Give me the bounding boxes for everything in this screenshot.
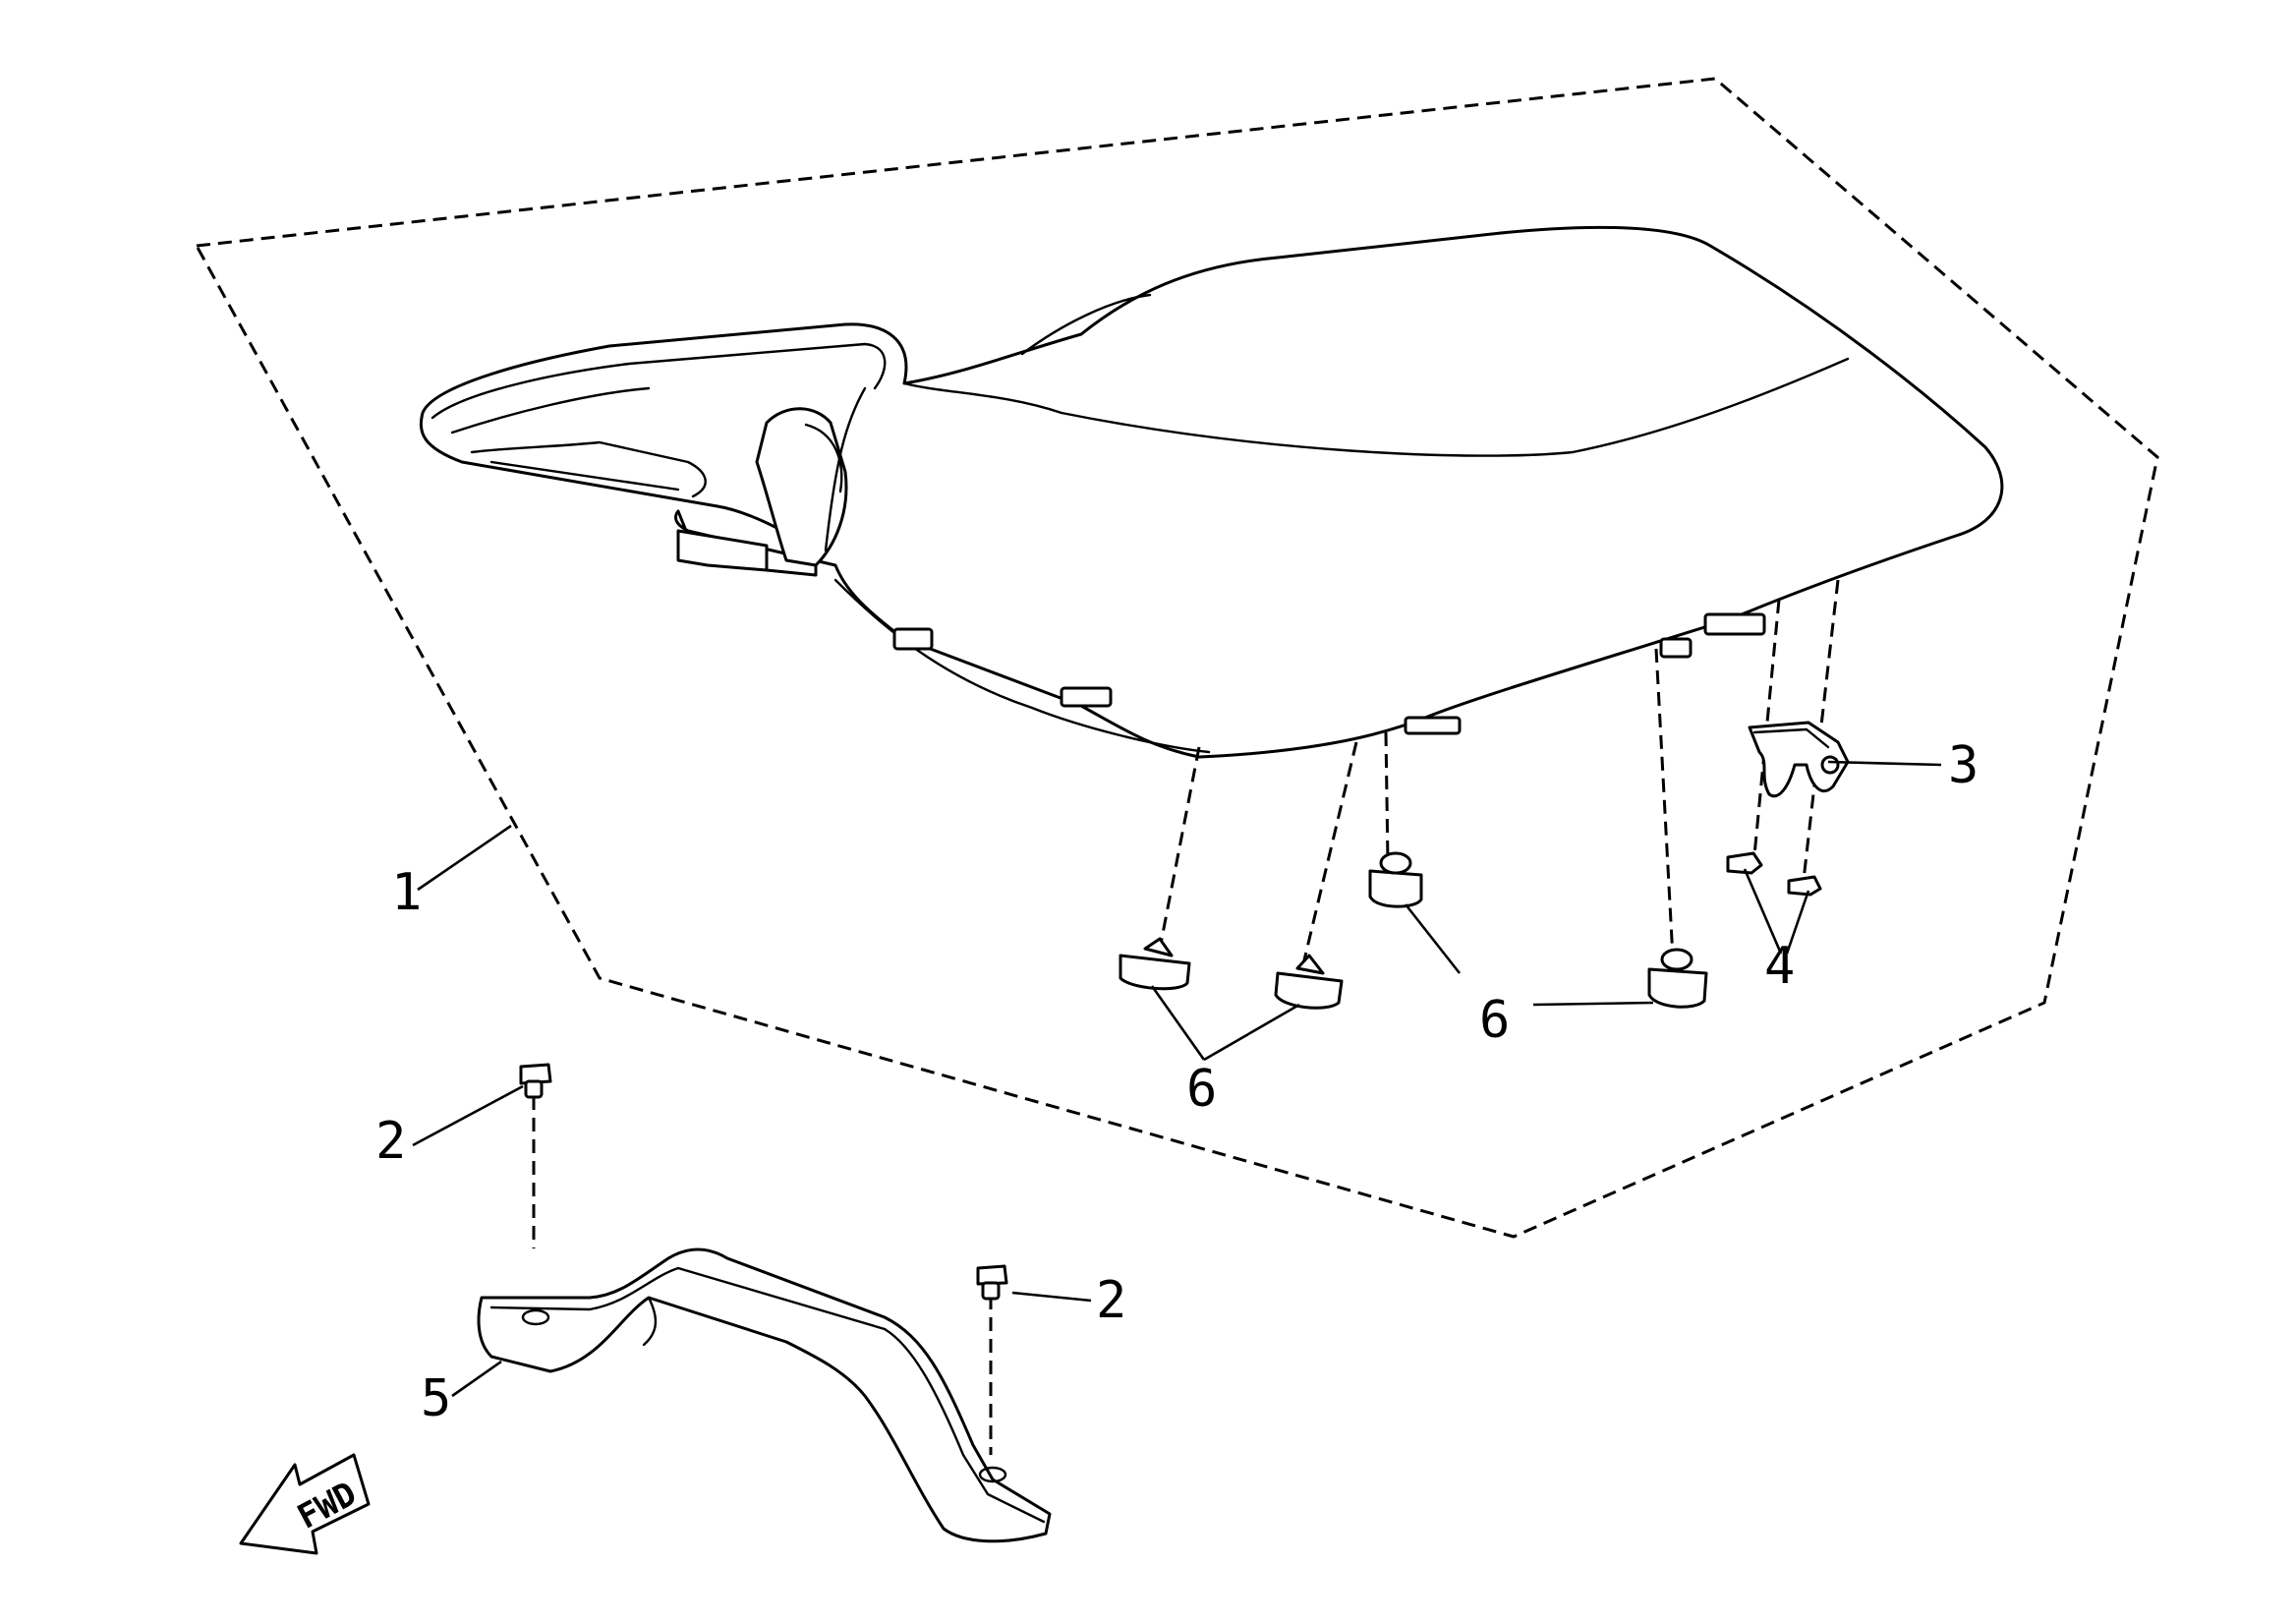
seat-bracket-part [477,1247,1052,1543]
callout-5: 5 [421,1369,451,1428]
rubber-damper-mid [1274,954,1344,1010]
seat-part [419,225,2004,759]
rubber-damper-top [1368,851,1423,908]
bolt-right [976,1264,1008,1301]
callout-labels: 1 2 2 3 4 5 6 6 [375,736,1979,1428]
forward-direction-arrow: FWD [239,1453,371,1555]
leader-lines [412,760,1942,1398]
callout-4: 4 [1764,937,1795,996]
callout-1: 1 [391,863,422,922]
callout-6-right: 6 [1479,991,1510,1050]
bolt-left [519,1063,552,1099]
callout-3: 3 [1948,736,1979,795]
mounting-dash-lines [532,579,1840,1455]
callout-6-left: 6 [1186,1060,1217,1119]
callout-2-right: 2 [1096,1271,1126,1330]
callout-2-left: 2 [375,1112,406,1171]
rubber-damper-left [1119,937,1191,991]
rubber-damper-right [1647,948,1708,1009]
latch-hook-part [1748,721,1850,798]
nut-left [1726,851,1763,875]
assembly-outline [194,77,2159,1239]
nut-right [1787,875,1822,897]
